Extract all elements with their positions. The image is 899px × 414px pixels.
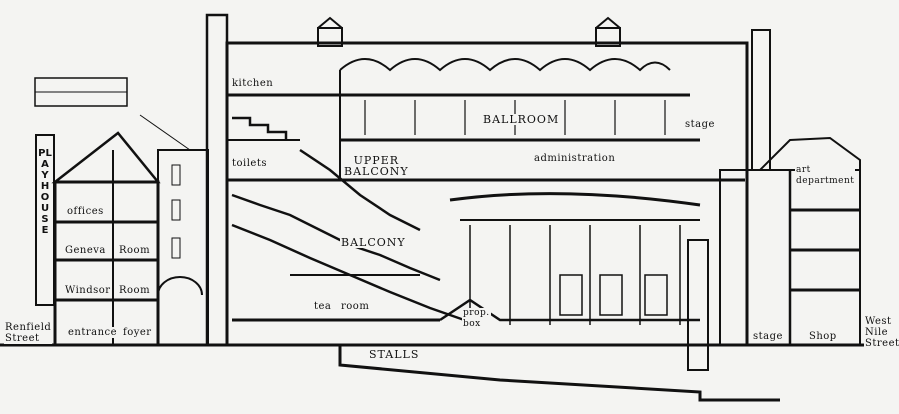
label-street: Street (5, 333, 40, 344)
label-upper: UPPER (353, 154, 400, 167)
label-administration: administration (533, 153, 617, 164)
label-prop-box: prop.box (462, 308, 491, 330)
label-kitchen: kitchen (231, 78, 275, 89)
stalls-floor (338, 345, 780, 402)
label-renfield: Renfield (5, 322, 52, 333)
right-cupola (595, 27, 621, 47)
label-stage-upper: stage (684, 119, 716, 130)
label-toilets: toilets (231, 158, 269, 169)
label-foyer: foyer (122, 327, 153, 338)
label-room: room (340, 301, 371, 312)
label-windsor: Windsor (64, 285, 112, 296)
label-stage-main: stage (752, 331, 784, 342)
playhouse-sign (35, 134, 55, 306)
main-building (225, 41, 749, 347)
label-prop: prop. (463, 308, 490, 318)
label-shop: Shop (808, 331, 838, 342)
ballroom-arches (339, 58, 671, 72)
label-geneva: Geneva (64, 245, 107, 256)
left-cupola (317, 27, 343, 47)
playhouse-sign-text: PLAYHOUSE (38, 148, 52, 236)
chimney (205, 13, 229, 347)
label-offices: offices (66, 206, 105, 217)
label-art: art (796, 165, 811, 175)
label-nile: Nile (865, 327, 889, 338)
label-entrance: entrance (67, 327, 119, 338)
label-box: box (463, 319, 481, 329)
label-stalls: STALLS (368, 348, 421, 361)
label-department: department (796, 176, 855, 186)
label-windsor-room: Room (118, 285, 152, 296)
label-balcony-word: BALCONY (344, 165, 409, 178)
label-balcony: BALCONY (340, 236, 407, 249)
office-roof (51, 131, 161, 184)
label-west: West (865, 316, 892, 327)
staircases (231, 116, 471, 324)
label-geneva-room: Room (118, 245, 152, 256)
label-ballroom: BALLROOM (482, 113, 561, 126)
label-street-right: Street (865, 338, 899, 349)
label-tea: tea (313, 301, 333, 312)
